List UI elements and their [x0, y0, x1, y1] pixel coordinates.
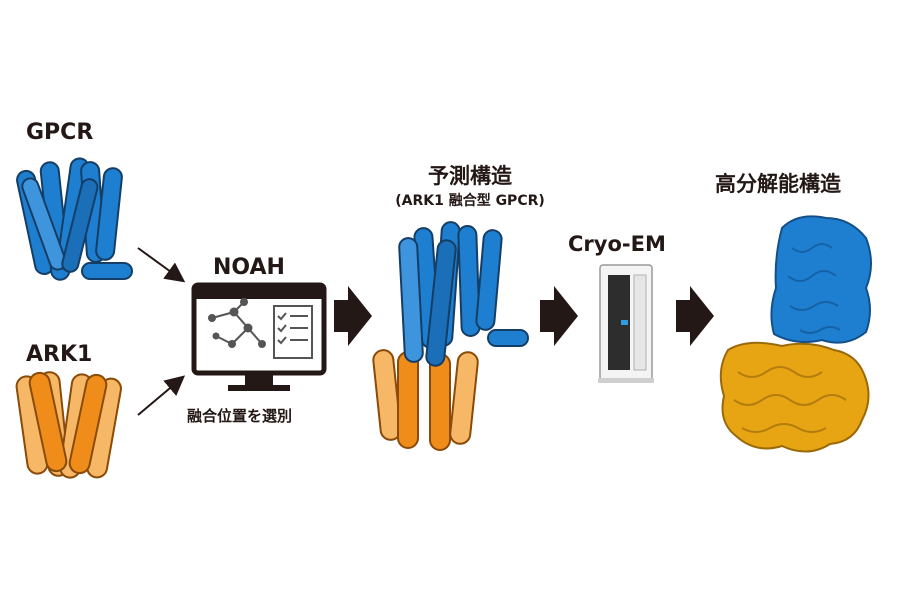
gpcr-helix-bundle [16, 157, 133, 281]
block-arrow-right-icon [540, 286, 578, 346]
arrow-ark1-to-noah [137, 375, 186, 416]
gpcr-label: GPCR [26, 120, 94, 145]
predicted-structure-subtitle: (ARK1 融合型 GPCR) [395, 193, 545, 209]
arrow-gpcr-to-noah [137, 247, 186, 283]
select-fusion-label: 融合位置を選別 [187, 407, 293, 425]
ark1-label: ARK1 [26, 342, 93, 367]
block-arrow-right-icon [334, 286, 372, 346]
ark1-helix-bundle [15, 371, 122, 479]
predicted-structure-title: 予測構造 [428, 164, 512, 188]
cryo-em-microscope-icon [598, 264, 654, 383]
monitor-network-checklist-icon [191, 282, 327, 391]
predicted-fusion-structure [372, 221, 529, 451]
cryo-em-label: Cryo-EM [568, 232, 666, 256]
noah-label: NOAH [213, 255, 285, 280]
high-resolution-structure-label: 高分解能構造 [715, 172, 841, 196]
high-resolution-density-map [719, 215, 872, 453]
block-arrow-right-icon [676, 286, 714, 346]
